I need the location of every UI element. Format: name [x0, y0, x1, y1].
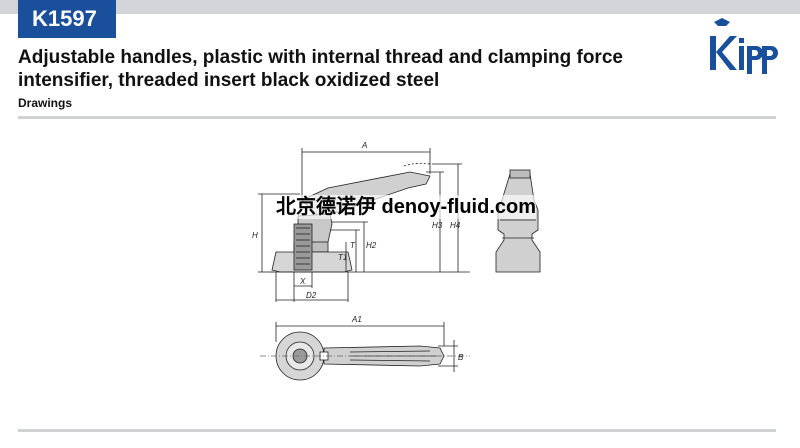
- title-line-2: intensifier, threaded insert black oxidi…: [18, 70, 440, 91]
- kipp-logo: [710, 18, 778, 74]
- dim-label-T1: T1: [338, 253, 347, 262]
- title-line-1: Adjustable handles, plastic with interna…: [18, 47, 623, 68]
- dim-label-A: A: [361, 141, 367, 150]
- product-code: K1597: [18, 0, 116, 38]
- dim-label-D2: D2: [306, 291, 317, 300]
- dim-label-H3: H3: [432, 221, 443, 230]
- divider-bottom: [18, 429, 776, 432]
- technical-drawing: A H X D2 T1 T H2 H3 H4 A1 B: [252, 141, 541, 381]
- dim-label-H: H: [252, 231, 258, 240]
- dim-label-H4: H4: [450, 221, 461, 230]
- dim-label-B: B: [458, 353, 464, 362]
- header-band: [0, 0, 800, 14]
- page-title: Adjustable handles, plastic with interna…: [18, 46, 658, 92]
- dim-label-T: T: [350, 241, 356, 250]
- dim-label-A1: A1: [351, 315, 362, 324]
- watermark: 北京德诺伊 denoy-fluid.com: [276, 195, 536, 219]
- dim-label-H2: H2: [366, 241, 377, 250]
- section-label: Drawings: [18, 96, 73, 110]
- divider-top: [18, 116, 776, 119]
- dim-label-X: X: [299, 277, 306, 286]
